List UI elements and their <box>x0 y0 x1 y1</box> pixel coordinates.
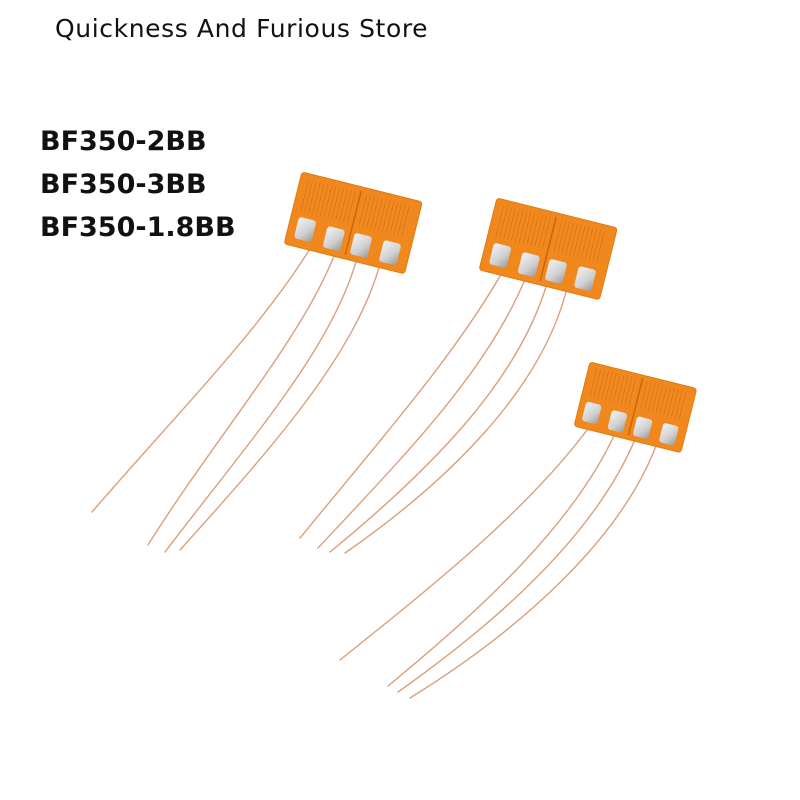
model-label: BF350-2BB <box>40 126 207 157</box>
strain-gauge <box>339 362 697 699</box>
model-label: BF350-3BB <box>40 169 207 200</box>
model-list: BF350-2BB BF350-3BB BF350-1.8BB <box>40 120 236 249</box>
strain-gauge <box>91 172 423 553</box>
lead-wires <box>299 261 567 554</box>
store-name: Quickness And Furious Store <box>55 14 429 43</box>
lead-wires <box>91 231 383 553</box>
model-label: BF350-1.8BB <box>40 212 236 243</box>
lead-wires <box>339 411 657 699</box>
strain-gauge <box>299 198 618 554</box>
